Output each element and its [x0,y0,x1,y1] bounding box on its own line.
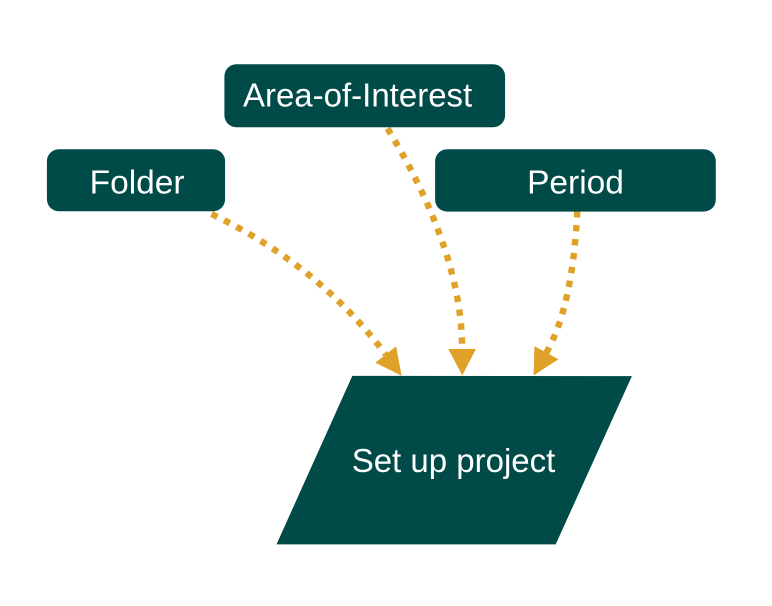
svg-text:Set up project: Set up project [352,442,556,479]
svg-text:Folder: Folder [90,165,185,202]
svg-text:Period: Period [527,165,624,202]
svg-text:Area-of-Interest: Area-of-Interest [243,77,472,114]
